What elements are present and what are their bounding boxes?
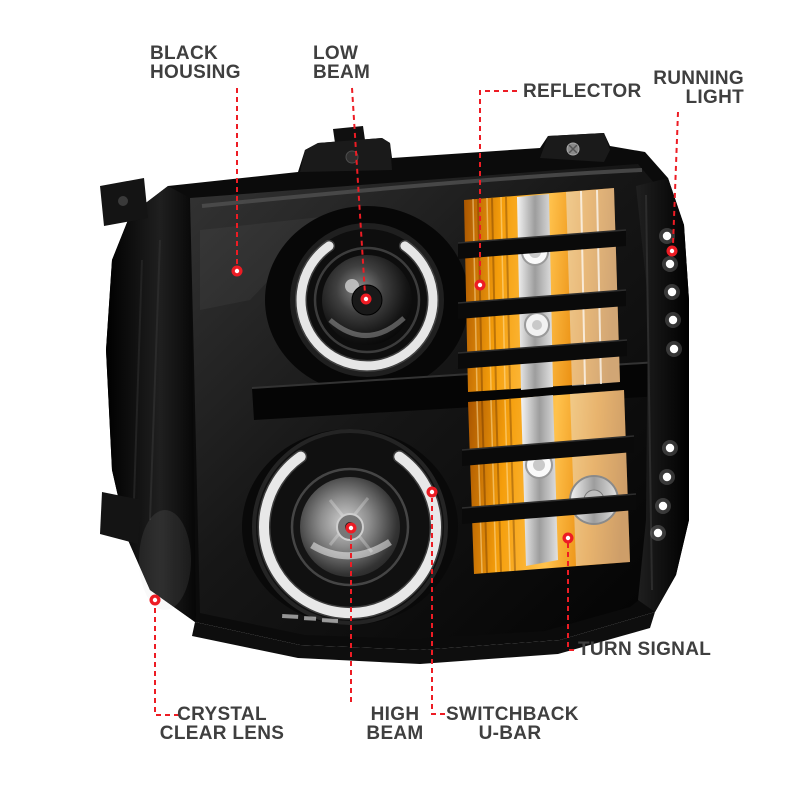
callout-running-light-pointer (666, 111, 679, 257)
callout-label-turn-signal: TURN SIGNAL (578, 640, 711, 659)
callout-text: HIGH (370, 704, 420, 725)
callout-text: BLACK (150, 43, 218, 64)
callout-crystal-clear-lens-pointer (149, 594, 179, 716)
left-end-cap (100, 178, 196, 622)
headlight-photo (100, 126, 689, 664)
running-light-led-strip (636, 178, 689, 612)
callout-label-high-beam: HIGH BEAM (345, 705, 445, 743)
callout-black-housing-pointer (231, 88, 243, 277)
lens-bottom-edge (192, 612, 655, 664)
callout-low-beam-pointer (351, 87, 372, 305)
callout-label-running-light: RUNNING LIGHT (653, 69, 744, 107)
grille-slats-lower (462, 436, 636, 524)
switchback-u-bar-upper (296, 241, 438, 371)
grille-slats-upper (458, 230, 627, 369)
callout-label-switchback-u-bar: SWITCHBACK U-BAR (446, 704, 579, 744)
callout-text: TURN SIGNAL (578, 639, 712, 660)
callout-reflector-pointer (474, 90, 517, 291)
callout-high-beam-pointer (345, 522, 357, 702)
callout-turn-signal-pointer (562, 532, 574, 651)
callout-label-low-beam: LOW BEAM (313, 44, 370, 82)
callout-text: BEAM (313, 62, 371, 83)
led-dots (650, 228, 682, 541)
callout-text: REFLECTOR (523, 81, 642, 102)
turn-signal-amber-lower (468, 390, 630, 574)
mounting-tabs (300, 126, 610, 172)
callout-text: BEAM (366, 723, 424, 744)
callout-text: CRYSTAL (177, 704, 267, 725)
callout-text: CLEAR LENS (159, 723, 285, 744)
callout-switchback-u-bar-pointer (426, 486, 445, 715)
callout-label-reflector: REFLECTOR (523, 82, 641, 101)
callout-text: LOW (313, 43, 359, 64)
callout-text: U-BAR (478, 723, 542, 744)
callout-label-black-housing: BLACK HOUSING (150, 44, 241, 82)
callout-text: LIGHT (685, 87, 744, 108)
callout-text: SWITCHBACK (446, 704, 579, 725)
top-bezel-trim (201, 168, 643, 208)
callout-pointers (149, 87, 679, 716)
callout-text: RUNNING (653, 68, 744, 89)
callout-text: HOUSING (150, 62, 241, 83)
switchback-u-bar-lower (259, 451, 441, 618)
callout-label-crystal-clear-lens: CRYSTAL CLEAR LENS (158, 705, 286, 743)
